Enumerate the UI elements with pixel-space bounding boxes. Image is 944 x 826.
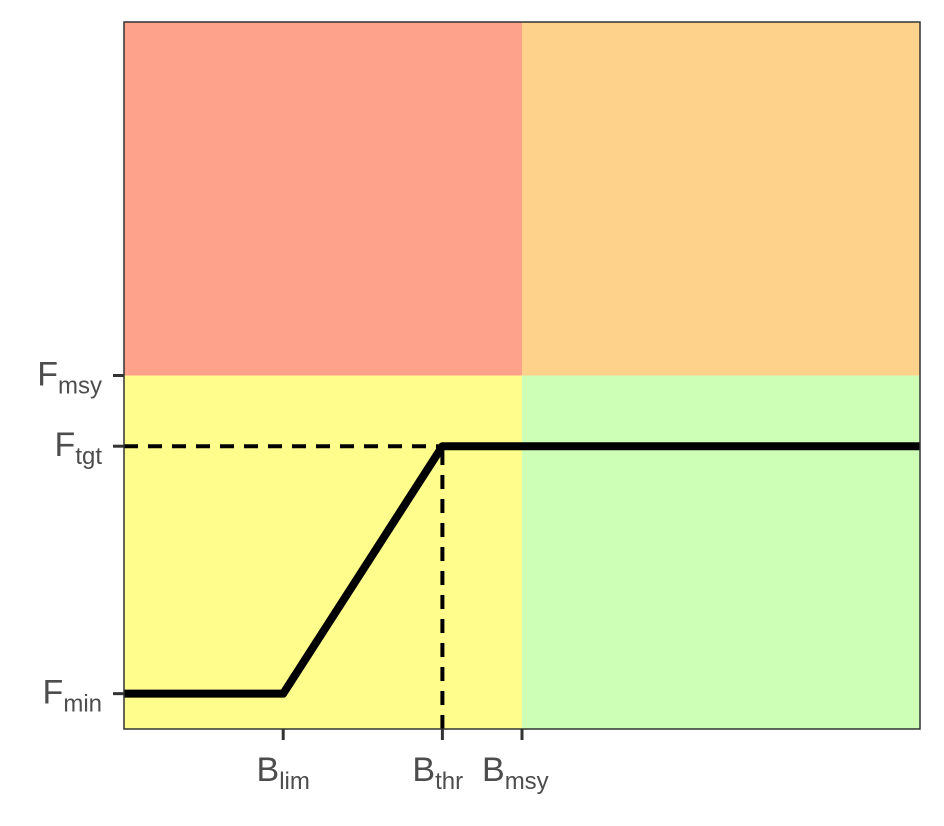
reference-lines-layer <box>124 444 445 729</box>
x-tick-label-thr: Bthr <box>412 751 463 795</box>
hcr-line-layer <box>124 442 920 698</box>
y-axis: Fmin Ftgt Fmsy <box>37 356 124 718</box>
zones-layer <box>124 22 920 729</box>
x-tick-label-lim: Blim <box>257 751 310 795</box>
hcr-line <box>124 442 920 698</box>
x-tick-label-msy: Bmsy <box>482 751 549 795</box>
y-tick-label-msy: Fmsy <box>37 356 102 400</box>
zone-healthy <box>522 375 920 729</box>
zone-overfished-overfishing <box>124 22 522 376</box>
zone-overfished <box>124 375 522 729</box>
y-tick-label-tgt: Ftgt <box>55 426 103 470</box>
x-axis: Blim Bthr Bmsy <box>257 729 549 795</box>
y-tick-label-min: Fmin <box>43 674 102 718</box>
zone-overfishing <box>522 22 920 376</box>
